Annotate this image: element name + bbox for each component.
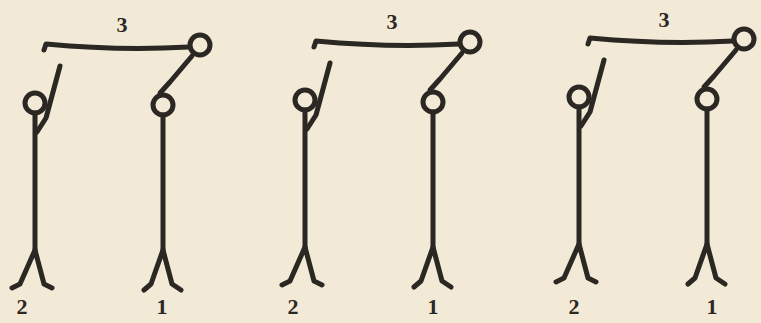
person-number: 1 [428, 296, 439, 318]
person-number: 2 [288, 296, 299, 318]
bar-number: 3 [117, 14, 128, 36]
person-number: 2 [569, 296, 580, 318]
stick-figure-pair [12, 35, 210, 290]
person-number: 1 [707, 296, 718, 318]
stick-figure-pair [282, 32, 480, 287]
person-number: 1 [157, 296, 168, 318]
stick-figure-pair [556, 29, 754, 284]
bar-number: 3 [659, 9, 670, 31]
bar-number: 3 [387, 11, 398, 33]
person-number: 2 [17, 296, 28, 318]
